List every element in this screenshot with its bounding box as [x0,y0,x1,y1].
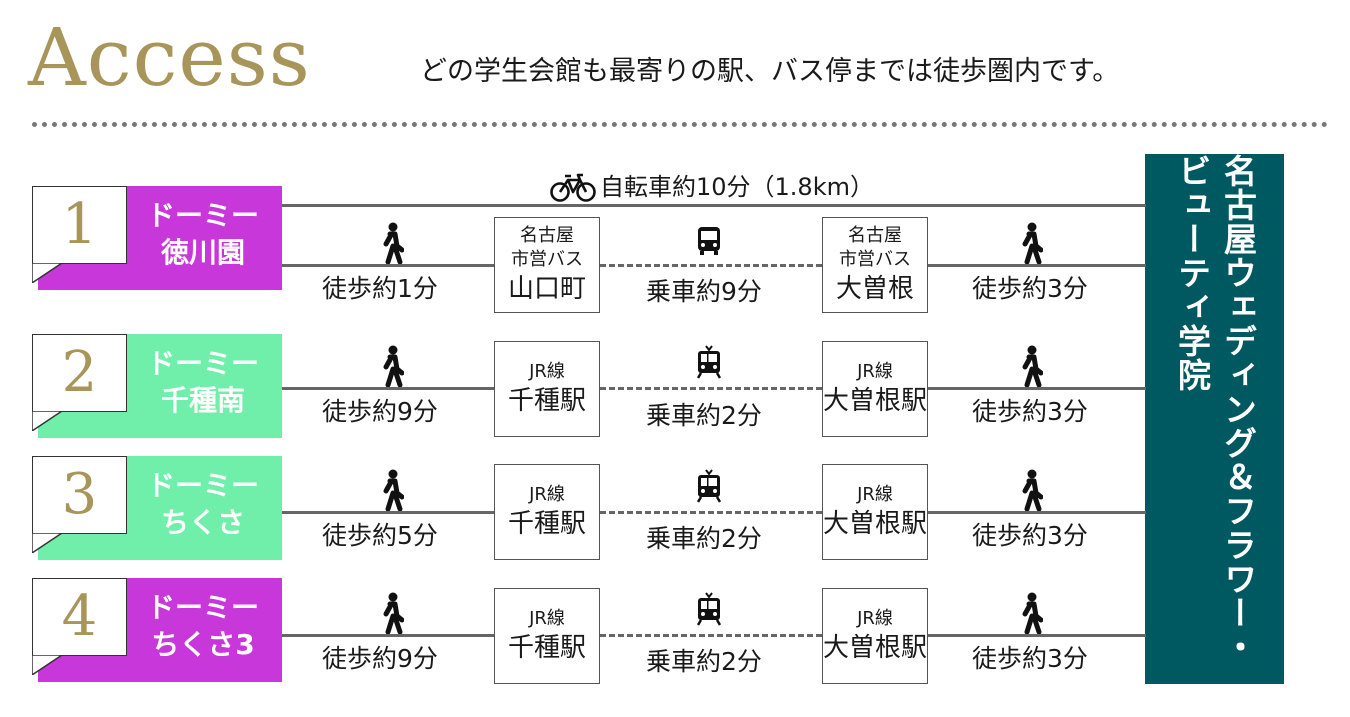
station-box: JR線 大曽根駅 [822,464,928,560]
walk-time-label: 徒歩約3分 [972,397,1088,426]
station-operator: 市営バス [839,249,911,270]
station-box: JR線 千種駅 [494,464,600,560]
walk-icon [383,222,404,264]
train-icon [697,469,721,503]
train-icon [697,345,721,379]
walk-icon [1022,222,1043,264]
station-name: 大曽根駅 [823,509,928,539]
dotted-divider [32,122,1328,127]
page-title: Access [28,11,311,104]
transit-line [600,264,822,267]
station-name: 千種駅 [507,386,586,416]
station-box: JR線 大曽根駅 [822,588,928,684]
station-box: JR線 千種駅 [494,588,600,684]
dorm-label: ドーミー ちくさ [146,469,259,539]
station-operator: 名古屋 [848,225,902,246]
station-name: 大曽根 [835,274,914,304]
flag-fold [32,655,62,675]
station-box: 名古屋 市営バス 山口町 [494,217,600,313]
route-line [928,264,1146,267]
dorm-card: ドーミー ちくさ 3 [32,456,282,560]
flag-fold [32,533,62,553]
dorm-card: ドーミー 徳川園 1 [32,186,282,290]
walk-icon [383,469,404,511]
route-line [928,634,1146,637]
dorm-label: ドーミー ちくさ3 [146,591,259,661]
bus-icon [698,227,720,255]
route-number: 3 [32,456,127,553]
bicycle-icon [550,173,596,202]
route-line [928,511,1146,514]
dorm-label: ドーミー 千種南 [146,347,259,417]
ride-time-label: 乗車約2分 [646,647,762,676]
station-name: 大曽根駅 [823,386,928,416]
destination-box: 名古屋ウェディング＆フラワー・ビューティ学院 [1145,154,1284,684]
flag-fold [32,263,62,283]
walk-time-label: 徒歩約3分 [972,521,1088,550]
bike-time-label: 自転車約10分（1.8km） [600,173,874,201]
station-operator: JR線 [857,608,893,629]
route-line [282,387,494,390]
walk-icon [383,592,404,634]
route-number: 4 [32,578,127,675]
walk-icon [1022,592,1043,634]
walk-icon [383,345,404,387]
destination-name: 名古屋ウェディング＆フラワー・ビューティ学院 [1172,154,1258,664]
dorm-card: ドーミー ちくさ3 4 [32,578,282,682]
walk-time-label: 徒歩約3分 [972,644,1088,673]
station-box: 名古屋 市営バス 大曽根 [822,217,928,313]
walk-icon [1022,345,1043,387]
route-line [282,634,494,637]
station-operator: 市営バス [511,249,583,270]
walk-time-label: 徒歩約9分 [322,397,438,426]
ride-time-label: 乗車約2分 [646,524,762,553]
page-subtitle: どの学生会館も最寄りの駅、バス停までは徒歩圏内です。 [420,56,1120,87]
route-line [282,264,494,267]
train-icon [697,592,721,626]
station-name: 大曽根駅 [823,633,928,663]
transit-line [600,634,822,637]
station-name: 山口町 [507,274,586,304]
dorm-card: ドーミー 千種南 2 [32,334,282,438]
dorm-label: ドーミー 徳川園 [146,199,259,269]
station-name: 千種駅 [507,509,586,539]
station-name: 千種駅 [507,633,586,663]
station-operator: 名古屋 [520,225,574,246]
station-operator: JR線 [857,484,893,505]
walk-time-label: 徒歩約9分 [322,644,438,673]
route-number: 2 [32,334,127,431]
route-line [282,511,494,514]
flag-fold [32,411,62,431]
station-box: JR線 大曽根駅 [822,341,928,437]
station-box: JR線 千種駅 [494,341,600,437]
bike-route-label: 自転車約10分（1.8km） [546,172,878,202]
transit-line [600,387,822,390]
route-line [928,387,1146,390]
route-number: 1 [32,186,127,283]
station-operator: JR線 [529,361,565,382]
station-operator: JR線 [529,608,565,629]
ride-time-label: 乗車約2分 [646,401,762,430]
bike-route-line [282,204,1146,207]
station-operator: JR線 [529,484,565,505]
walk-time-label: 徒歩約3分 [972,274,1088,303]
station-operator: JR線 [857,361,893,382]
ride-time-label: 乗車約9分 [646,277,762,306]
walk-icon [1022,469,1043,511]
transit-line [600,511,822,514]
walk-time-label: 徒歩約5分 [322,521,438,550]
walk-time-label: 徒歩約1分 [322,274,438,303]
